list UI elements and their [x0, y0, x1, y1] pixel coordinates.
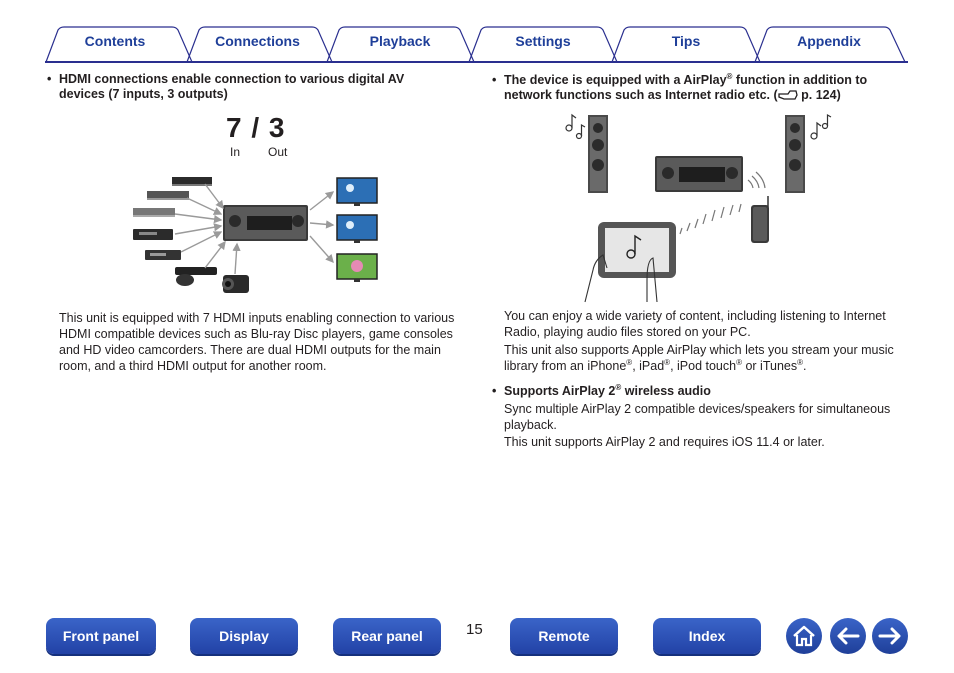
- hdmi-desc-line: and HD video camcorders. There are dual …: [59, 343, 441, 357]
- airplay-heading-line1: The device is equipped with a AirPlay® f…: [504, 72, 868, 88]
- dvd-player-icon-1: [147, 191, 189, 200]
- hdmi-heading-line1: HDMI connections enable connection to va…: [59, 72, 405, 86]
- tab-playback[interactable]: Playback: [369, 33, 431, 49]
- airplay2-desc-line: Sync multiple AirPlay 2 compatible devic…: [504, 402, 891, 416]
- tv-icon-1: [336, 177, 378, 206]
- airplay-desc-line: This unit also supports Apple AirPlay wh…: [504, 343, 894, 357]
- airplay2-bullet: •: [492, 384, 497, 398]
- arrow-right-icon: [878, 627, 901, 645]
- front-panel-button[interactable]: Front panel: [46, 618, 156, 654]
- airplay-desc-line: library from an iPhone®, iPad®, iPod tou…: [504, 358, 807, 374]
- back-button[interactable]: [830, 618, 866, 654]
- home-icon: [793, 625, 815, 647]
- hdmi-connection-illustration: [133, 177, 378, 293]
- hdmi-heading-line2: devices (7 inputs, 3 outputs): [59, 87, 228, 101]
- airplay-heading: The device is equipped with a AirPlay® f…: [504, 73, 904, 103]
- tab-tips[interactable]: Tips: [671, 33, 701, 49]
- tab-rule: [45, 61, 908, 63]
- hdmi-heading: HDMI connections enable connection to va…: [59, 72, 459, 102]
- airplay2-description: Sync multiple AirPlay 2 compatible devic…: [504, 401, 914, 450]
- hdmi-description: This unit is equipped with 7 HDMI inputs…: [59, 310, 469, 374]
- pointing-hand-icon: [778, 90, 798, 100]
- io-in-label: In: [230, 145, 241, 159]
- page-number: 15: [466, 621, 483, 638]
- hdmi-desc-line: HDMI compatible devices such as Blu-ray …: [59, 327, 453, 341]
- airplay2-desc-line: playback.: [504, 418, 557, 432]
- tv-icon-2: [336, 214, 378, 243]
- airplay-desc-line: Radio, playing audio files stored on you…: [504, 325, 751, 339]
- tab-settings[interactable]: Settings: [515, 33, 571, 49]
- av-receiver-icon: [223, 205, 308, 241]
- rear-panel-button[interactable]: Rear panel: [333, 618, 441, 654]
- speaker-icon-left: [588, 115, 608, 193]
- airplay2-heading: Supports AirPlay 2® wireless audio: [504, 383, 711, 399]
- hdmi-desc-line: room, and a third HDMI output for anothe…: [59, 359, 327, 373]
- arrow-left-icon: [837, 627, 860, 645]
- tab-bar: Contents Connections Playback Settings T…: [0, 0, 954, 64]
- tv-icon-3: [336, 253, 378, 282]
- music-note-icon-left: [565, 113, 586, 140]
- music-note-icon-right: [810, 113, 832, 140]
- media-player-icon: [145, 250, 181, 260]
- speaker-icon-right: [785, 115, 805, 193]
- airplay-bullet: •: [492, 73, 497, 87]
- forward-button[interactable]: [872, 618, 908, 654]
- tablet-icon: [598, 222, 676, 278]
- hands-illustration: [584, 254, 658, 303]
- music-note-icon: [626, 234, 642, 259]
- wireless-signal-icon: [679, 171, 766, 235]
- io-count: 7 / 3: [226, 112, 286, 143]
- index-button[interactable]: Index: [653, 618, 761, 654]
- remote-button[interactable]: Remote: [510, 618, 618, 654]
- wireless-router-icon: [751, 196, 769, 243]
- bluray-player-icon: [172, 177, 212, 186]
- airplay2-desc-line: This unit supports AirPlay 2 and require…: [504, 435, 825, 449]
- home-button[interactable]: [786, 618, 822, 654]
- tab-connections[interactable]: Connections: [215, 33, 300, 49]
- tab-contents[interactable]: Contents: [84, 33, 146, 49]
- camcorder-icon: [222, 275, 249, 293]
- io-out-label: Out: [268, 145, 288, 159]
- hdmi-bullet: •: [47, 72, 52, 86]
- display-button[interactable]: Display: [190, 618, 298, 654]
- airplay-description: You can enjoy a wide variety of content,…: [504, 308, 914, 374]
- page-reference-link[interactable]: p. 124): [797, 88, 841, 102]
- hdmi-desc-line: This unit is equipped with 7 HDMI inputs…: [59, 311, 455, 325]
- tab-outlines: [45, 26, 906, 63]
- airplay-desc-line: You can enjoy a wide variety of content,…: [504, 309, 886, 323]
- dvd-player-icon-2: [133, 208, 175, 217]
- av-receiver-icon: [655, 156, 743, 192]
- airplay-illustration: [565, 113, 832, 303]
- game-console-icon: [175, 267, 217, 286]
- disc-player-icon: [133, 229, 173, 240]
- tab-appendix[interactable]: Appendix: [797, 33, 861, 49]
- airplay-heading-line2: network functions such as Internet radio…: [504, 88, 841, 102]
